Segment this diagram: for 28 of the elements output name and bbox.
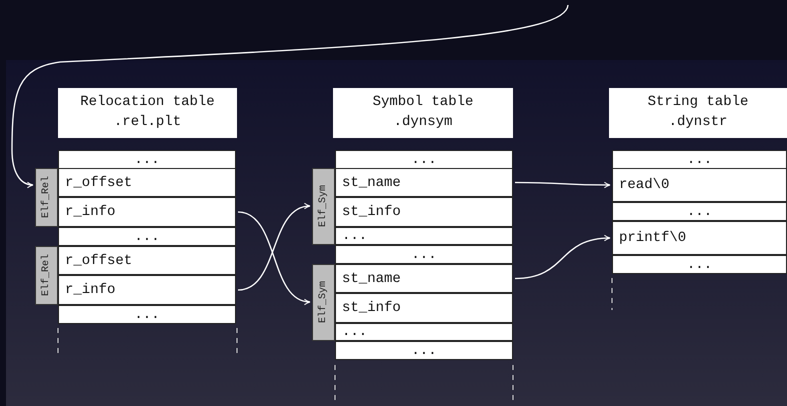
- struct-tab: Elf_Rel: [35, 168, 58, 227]
- struct-tab: Elf_Sym: [312, 264, 335, 341]
- table-row: r_offset: [58, 246, 236, 275]
- table-row: ...: [612, 255, 787, 274]
- table-row: st_name: [335, 168, 513, 197]
- struct-tab: Elf_Rel: [35, 246, 58, 305]
- table-row: st_name: [335, 264, 513, 293]
- table-row: ...: [612, 202, 787, 221]
- table-row: ...: [58, 227, 236, 246]
- table-row: ...: [335, 341, 513, 360]
- table-heading: Relocation table .rel.plt: [58, 88, 237, 138]
- table-row: st_info: [335, 197, 513, 227]
- table-row: ...: [58, 150, 236, 169]
- table-row: r_offset: [58, 168, 236, 197]
- table-heading: Symbol table .dynsym: [333, 88, 513, 138]
- table-row: printf\0: [612, 221, 787, 255]
- table-row: ...: [58, 305, 236, 324]
- table-heading: String table .dynstr: [609, 88, 787, 138]
- table-row: ...: [335, 323, 513, 341]
- table-row: ...: [335, 150, 513, 169]
- table-row: r_info: [58, 197, 236, 227]
- table-row: ...: [335, 227, 513, 245]
- table-row: ...: [612, 150, 787, 169]
- table-row: st_info: [335, 293, 513, 323]
- table-row: ...: [335, 245, 513, 264]
- table-row: read\0: [612, 168, 787, 202]
- struct-tab: Elf_Sym: [312, 168, 335, 245]
- table-row: r_info: [58, 275, 236, 305]
